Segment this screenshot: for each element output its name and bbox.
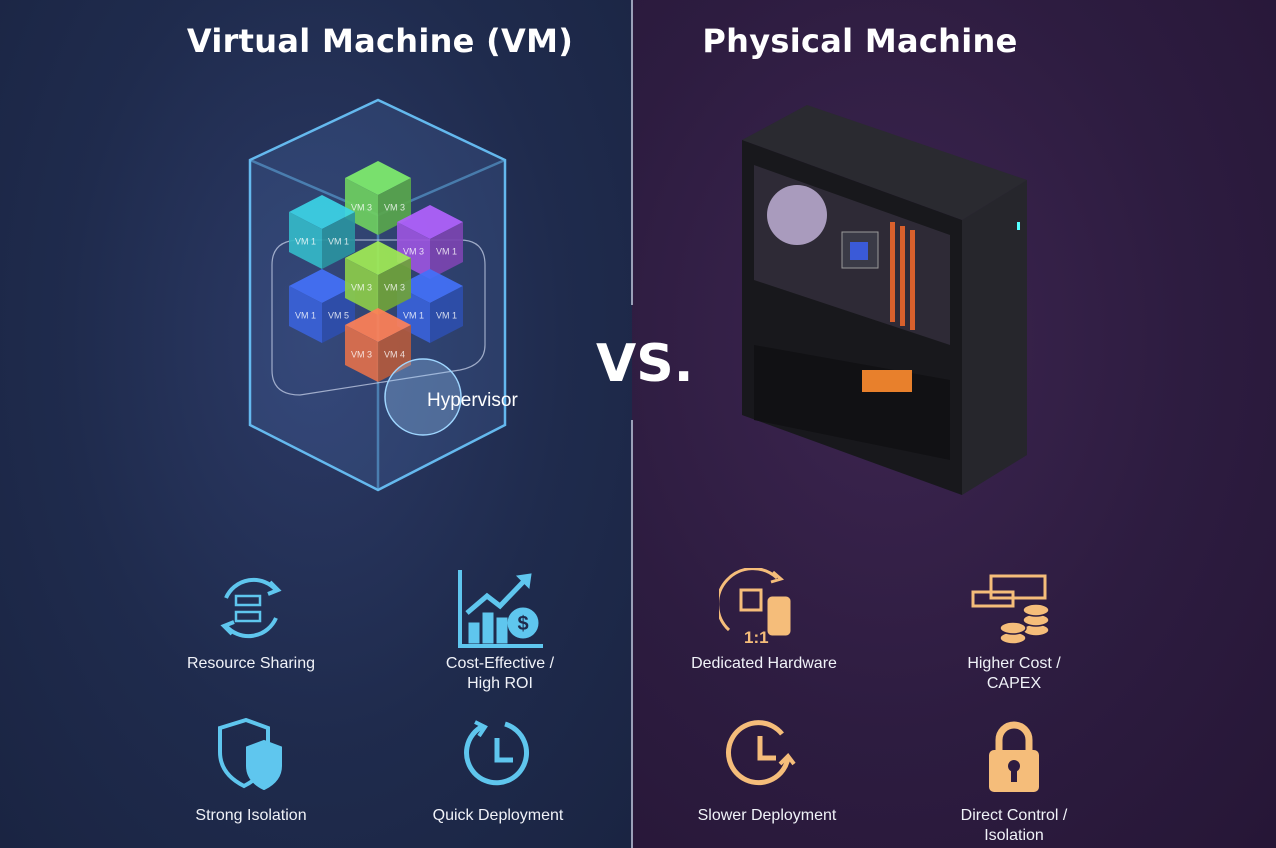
vm-cube-label: VM 1 xyxy=(436,311,457,321)
vm-cube: VM 1 VM 1 xyxy=(289,195,355,269)
vm-cube-label: VM 1 xyxy=(403,311,424,321)
vm-title: Virtual Machine (VM) xyxy=(186,22,574,60)
vm-cube-label: VM 1 xyxy=(436,247,457,257)
vm-cube-label: VM 1 xyxy=(295,237,316,247)
cpu-chip xyxy=(850,242,868,260)
hypervisor-sphere xyxy=(384,358,462,436)
feature-label: Slower Deployment xyxy=(697,807,837,824)
vm-cube-label: VM 1 xyxy=(328,237,349,247)
ratio-badge: 1:1 xyxy=(744,628,769,647)
vm-cube-label: VM 5 xyxy=(328,311,349,321)
vm-cube-label: VM 4 xyxy=(384,350,405,360)
vm-cube-label: VM 3 xyxy=(403,247,424,257)
roi-chart-icon: $ xyxy=(458,570,543,648)
vm-cube: VM 3 VM 3 xyxy=(345,241,411,315)
vm-cube-label: VM 3 xyxy=(351,350,372,360)
vm-cube-label: VM 1 xyxy=(295,311,316,321)
feature-label: Cost-Effective / High ROI xyxy=(445,655,555,692)
feature-direct-control: Direct Control / Isolation xyxy=(904,718,1124,846)
feature-dedicated-hardware: 1:1 Dedicated Hardware xyxy=(654,568,874,674)
feature-label: Dedicated Hardware xyxy=(691,655,837,672)
feature-slower-deployment: Slower Deployment xyxy=(657,718,877,826)
svg-text:$: $ xyxy=(517,613,528,635)
vm-cube: VM 3 VM 4 xyxy=(345,308,411,382)
clock-icon xyxy=(464,720,529,786)
feature-label: Strong Isolation xyxy=(195,807,307,824)
feature-quick-deployment: Quick Deployment xyxy=(388,718,608,826)
vm-cube-label: VM 3 xyxy=(384,203,405,213)
feature-label: Higher Cost / CAPEX xyxy=(967,655,1061,692)
hypervisor-label: Hypervisor xyxy=(427,390,518,411)
feature-strong-isolation: Strong Isolation xyxy=(141,718,361,826)
clock-icon xyxy=(726,720,796,786)
dedicated-hardware-icon: 1:1 xyxy=(719,568,791,647)
feature-label: Resource Sharing xyxy=(186,655,316,672)
cost-coins-icon xyxy=(971,574,1050,645)
shield-icon xyxy=(218,718,282,790)
psu-light xyxy=(862,370,912,392)
pc-tower-illustration xyxy=(742,105,1027,495)
physical-title: Physical Machine xyxy=(702,22,1018,60)
case-fan xyxy=(767,185,827,245)
feature-label: Direct Control / Isolation xyxy=(960,807,1068,844)
vm-cube-label: VM 3 xyxy=(351,203,372,213)
vm-cube-label: VM 3 xyxy=(351,283,372,293)
divider-line-bottom xyxy=(631,420,633,848)
physical-panel: Physical Machine 1:1 Dedicated Hardware … xyxy=(632,0,1276,848)
resource-sharing-icon xyxy=(220,577,282,639)
feature-label: Quick Deployment xyxy=(432,807,564,824)
lock-icon xyxy=(989,721,1039,792)
feature-higher-cost: Higher Cost / CAPEX xyxy=(904,568,1124,694)
divider-line-top xyxy=(631,0,633,305)
vs-label: VS. xyxy=(596,334,694,394)
feature-resource-sharing: Resource Sharing xyxy=(141,568,361,674)
feature-cost-effective: $ Cost-Effective / High ROI xyxy=(390,568,610,694)
vm-cube-label: VM 3 xyxy=(384,283,405,293)
